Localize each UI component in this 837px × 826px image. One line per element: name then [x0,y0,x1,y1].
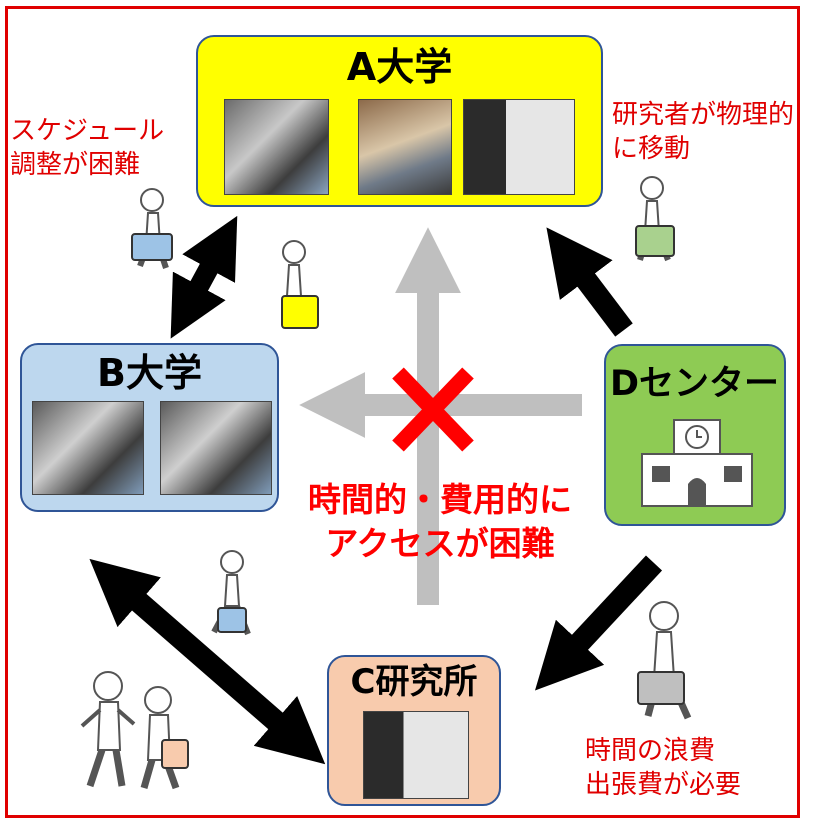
blocked-cross-icon [392,367,474,452]
node-c-title: C研究所 [350,662,478,702]
note-waste-line1: 時間の浪費 [585,736,716,766]
walking-researchers-pair-icon [80,671,189,790]
note-move: 研究者が物理的 に移動 [612,98,794,166]
walking-researcher-icon [637,601,692,720]
center-difficulty-text: 時間的・費用的に アクセスが困難 [275,478,605,566]
walking-researcher-icon [211,550,251,636]
node-d-title: Dセンター [610,364,780,404]
note-schedule-line2: 調整が困難 [10,150,141,180]
note-move-line1: 研究者が物理的 [612,100,795,130]
walking-researcher-icon [131,188,173,269]
luggage-icon [217,607,247,633]
equipment-photo [463,99,575,195]
node-a-title: A大学 [346,45,453,89]
arrow-a-b [170,215,238,339]
arrow-b-c [89,558,326,765]
walking-researcher-icon [281,240,319,329]
walking-researcher-icon [635,176,675,262]
luggage-icon [161,739,189,769]
arrow-d-a [546,227,633,337]
center-text-line2: アクセスが困難 [325,524,555,563]
luggage-icon [281,295,319,329]
node-b-university: B大学 [20,343,279,512]
equipment-photo [358,99,452,195]
note-move-line2: に移動 [612,134,691,164]
school-building-icon [641,419,753,507]
note-schedule: スケジュール 調整が困難 [10,114,164,182]
luggage-icon [131,233,173,261]
outer-frame [5,6,800,818]
node-b-title: B大学 [97,351,202,395]
luggage-icon [637,671,685,705]
note-waste: 時間の浪費 出張費が必要 [585,734,741,802]
equipment-photo [224,99,329,195]
node-d-center: Dセンター [604,344,786,526]
node-c-institute: C研究所 [327,655,501,806]
note-waste-line2: 出張費が必要 [585,770,742,800]
equipment-photo [32,401,144,495]
node-a-university: A大学 [196,35,603,207]
equipment-photo [363,711,469,799]
luggage-icon [635,225,675,257]
arrow-d-c [534,555,663,691]
equipment-photo [160,401,272,495]
note-schedule-line1: スケジュール [10,116,165,146]
center-text-line1: 時間的・費用的に [308,480,572,519]
